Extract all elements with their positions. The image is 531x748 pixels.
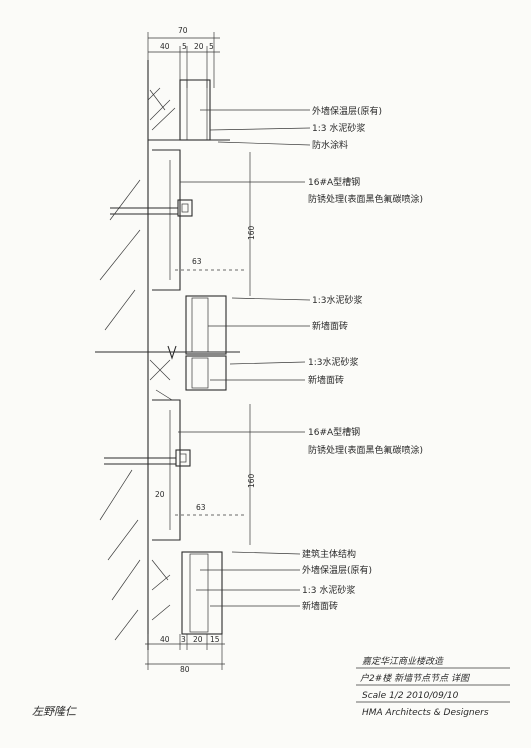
structural-wall bbox=[99, 60, 176, 650]
label-mortar-mid1: 1:3水泥砂浆 bbox=[312, 294, 363, 306]
title-drawing: 户2#楼 新墙节点节点 详图 bbox=[360, 673, 471, 684]
middle-layers bbox=[185, 355, 227, 391]
top-dim-total: 70 bbox=[178, 26, 188, 35]
bottom-dim-total: 80 bbox=[180, 665, 190, 674]
bottom-dim-15: 15 bbox=[210, 635, 220, 644]
title-block: 嘉定华江商业楼改造 户2#楼 新墙节点节点 详图 Scale 1/2 2010/… bbox=[356, 656, 510, 718]
upper-steel-channel: 160 63 bbox=[110, 149, 256, 296]
top-dim-5a: 5 bbox=[182, 42, 187, 51]
label-building-structure: 建筑主体结构 bbox=[302, 548, 356, 560]
annotations: 外墙保温层(原有) 1:3 水泥砂浆 防水涂料 16#A型槽钢 防锈处理(表面黑… bbox=[302, 105, 423, 612]
label-existing-insulation-top: 外墙保温层(原有) bbox=[312, 105, 382, 117]
label-waterproof: 防水涂料 bbox=[312, 139, 348, 151]
leader-lines bbox=[178, 109, 311, 607]
lower-steel-channel: 160 63 20 bbox=[104, 399, 256, 545]
upper-new-tile-block bbox=[148, 295, 240, 355]
bottom-dimension-chain: 40 3 20 15 80 bbox=[145, 634, 225, 674]
label-tile-mid2: 新墙面砖 bbox=[308, 374, 344, 386]
top-dim-5b: 5 bbox=[209, 42, 214, 51]
title-scale-date: Scale 1/2 2010/09/10 bbox=[362, 691, 459, 701]
title-firm: HMA Architects & Designers bbox=[362, 708, 489, 718]
label-existing-insulation-bottom: 外墙保温层(原有) bbox=[302, 564, 372, 576]
upper-height-dim: 160 bbox=[247, 225, 256, 240]
bottom-dim-3: 3 bbox=[181, 635, 186, 644]
break-line bbox=[95, 345, 240, 360]
upper-offset-dim: 63 bbox=[192, 257, 202, 266]
label-steel-channel-upper: 16#A型槽钢 bbox=[308, 176, 360, 188]
label-mortar-bottom: 1:3 水泥砂浆 bbox=[302, 584, 355, 596]
bottom-dim-20: 20 bbox=[193, 635, 203, 644]
label-mortar-top: 1:3 水泥砂浆 bbox=[312, 122, 365, 134]
label-rust-treatment-upper: 防锈处理(表面黑色氟碳喷涂) bbox=[308, 193, 423, 205]
label-tile-mid1: 新墙面砖 bbox=[312, 320, 348, 332]
bottom-dim-40: 40 bbox=[160, 635, 170, 644]
bottom-layers bbox=[181, 551, 223, 635]
title-project: 嘉定华江商业楼改造 bbox=[362, 656, 444, 667]
label-mortar-mid2: 1:3水泥砂浆 bbox=[308, 356, 359, 368]
top-dimension-chain: 70 40 5 20 5 bbox=[147, 26, 220, 88]
top-dim-40: 40 bbox=[160, 42, 170, 51]
lower-small-dim: 20 bbox=[155, 490, 165, 499]
label-rust-treatment-lower: 防锈处理(表面黑色氟碳喷涂) bbox=[308, 444, 423, 456]
label-tile-bottom: 新墙面砖 bbox=[302, 600, 338, 612]
top-dim-20: 20 bbox=[194, 42, 204, 51]
label-steel-channel-lower: 16#A型槽钢 bbox=[308, 426, 360, 438]
lower-offset-dim: 63 bbox=[196, 503, 206, 512]
lower-height-dim: 160 bbox=[247, 473, 256, 488]
signature: 左野隆仁 bbox=[32, 705, 77, 718]
